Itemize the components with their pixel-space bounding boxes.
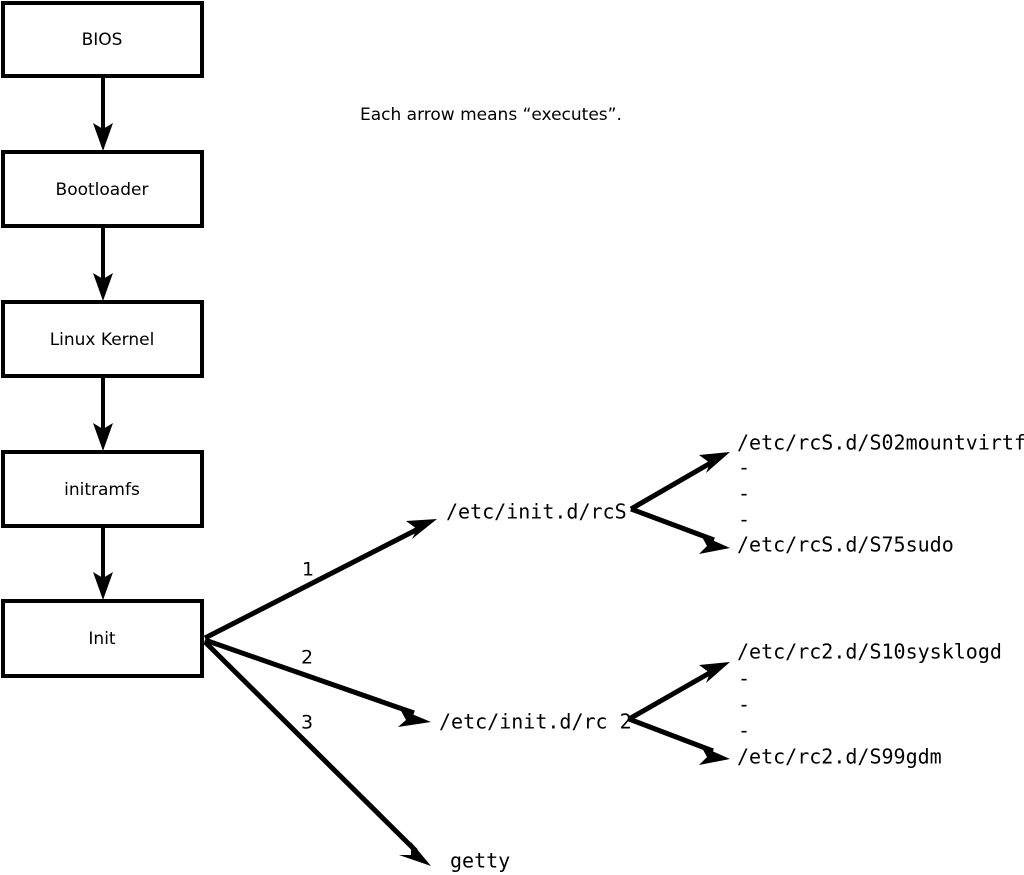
arrow-init-to-rcs: 1: [203, 519, 437, 641]
rc2-ellipsis-dash: -: [738, 719, 750, 743]
arrow-head-icon: [93, 273, 113, 301]
arrow-head-icon: [399, 842, 431, 866]
branch-label-getty: getty: [450, 849, 510, 873]
branch-number-1: 1: [302, 559, 314, 581]
rc2-script-last: /etc/rc2.d/S99gdm: [737, 745, 942, 769]
diagram-caption: Each arrow means “executes”.: [360, 105, 622, 125]
arrow-kernel-to-initramfs: [93, 376, 113, 451]
branch-number-3: 3: [301, 712, 313, 734]
init-box-label: Init: [88, 629, 116, 649]
arrow-head-icon: [93, 423, 113, 451]
init-box-rect: [1, 599, 204, 678]
initramfs-box-label: initramfs: [64, 480, 140, 500]
branch-label-rcs: /etc/init.d/rcS: [446, 500, 627, 524]
stage-box-init: Init: [1, 599, 204, 678]
rc2-ellipsis-dash: -: [738, 693, 750, 717]
arrow-head-icon: [699, 746, 730, 765]
stage-box-bios: BIOS: [1, 1, 204, 78]
arrow-head-icon: [398, 709, 431, 727]
arrow-rc2-to-last-script: [628, 716, 730, 765]
bios-box-label: BIOS: [82, 30, 123, 50]
arrow-head-icon: [93, 572, 113, 600]
arrow-init-to-rc2: 2: [204, 637, 431, 727]
arrow-head-icon: [93, 123, 113, 151]
rcs-script-first: /etc/rcS.d/S02mountvirtfs: [737, 431, 1024, 455]
arrow-initramfs-to-init: [93, 526, 113, 600]
stage-box-bootloader: Bootloader: [1, 150, 204, 228]
rc2-ellipsis-dash: -: [738, 667, 750, 691]
arrow-rc2-to-first-script: [627, 662, 730, 722]
linux-kernel-box-label: Linux Kernel: [50, 330, 155, 350]
arrow-head-icon: [406, 519, 437, 539]
bootloader-box-label: Bootloader: [56, 180, 149, 200]
branch-number-2: 2: [301, 647, 313, 669]
rcs-ellipsis-dash: -: [738, 456, 750, 480]
rcs-ellipsis-dash: -: [738, 482, 750, 506]
arrow-rcs-to-first-script: [629, 452, 730, 512]
branch-label-rc2: /etc/init.d/rc 2: [439, 710, 632, 734]
stage-box-linux-kernel: Linux Kernel: [1, 300, 204, 378]
arrow-head-icon: [699, 535, 730, 554]
arrow-head-icon: [699, 662, 730, 683]
initramfs-box-rect: [1, 450, 204, 528]
rc2-script-first: /etc/rc2.d/S10sysklogd: [737, 640, 1002, 664]
stage-box-initramfs: initramfs: [1, 450, 204, 528]
arrow-head-icon: [699, 452, 730, 473]
arrow-init-to-getty: 3: [203, 640, 431, 866]
bios-box-rect: [1, 1, 204, 78]
arrow-rcs-to-last-script: [630, 506, 730, 554]
arrow-bios-to-bootloader: [93, 76, 113, 151]
rcs-script-last: /etc/rcS.d/S75sudo: [737, 533, 954, 557]
arrow-bootloader-to-kernel: [93, 226, 113, 301]
rcs-ellipsis-dash: -: [738, 508, 750, 532]
